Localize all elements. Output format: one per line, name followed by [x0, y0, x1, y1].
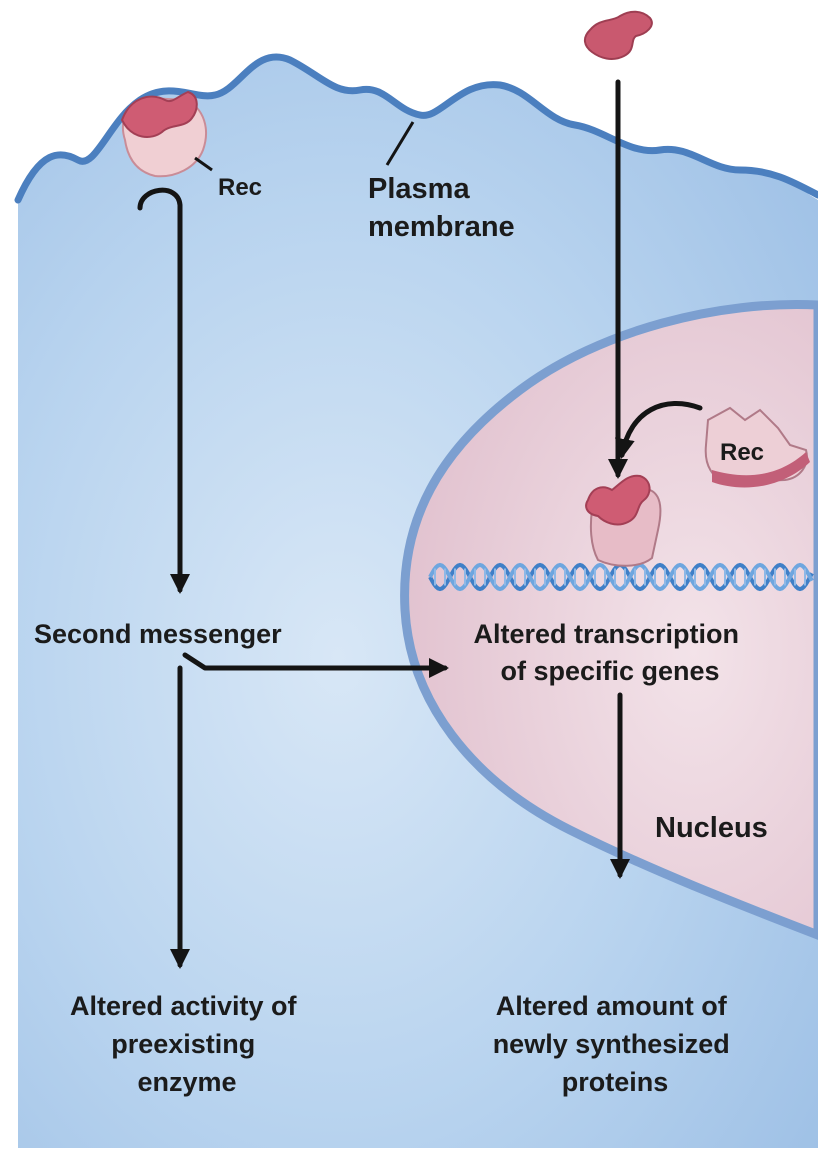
rec-nuclear-label: Rec: [720, 439, 764, 466]
altered-activity-label-line: Altered activity of: [70, 991, 298, 1021]
altered-amount-label-line: Altered amount of: [496, 991, 728, 1021]
membrane-receptor: [122, 92, 206, 176]
altered-transcription-label-line: of specific genes: [500, 656, 719, 686]
plasma-membrane-label-line: Plasma: [368, 173, 470, 205]
plasma-membrane-label-line: membrane: [368, 211, 515, 243]
altered-amount-label-line: newly synthesized: [493, 1029, 730, 1059]
altered-activity-label-line: enzyme: [137, 1067, 236, 1097]
rec-membrane-label: Rec: [218, 174, 262, 201]
altered-amount-label-line: proteins: [562, 1067, 669, 1097]
receptor-ligand-complex: [586, 476, 660, 566]
nucleus-label: Nucleus: [655, 812, 768, 844]
second-messenger-label: Second messenger: [34, 619, 282, 649]
altered-transcription-label-line: Altered transcription: [473, 619, 739, 649]
altered-activity-label-line: preexisting: [111, 1029, 255, 1059]
hydrophilic-ligand: [585, 12, 652, 59]
